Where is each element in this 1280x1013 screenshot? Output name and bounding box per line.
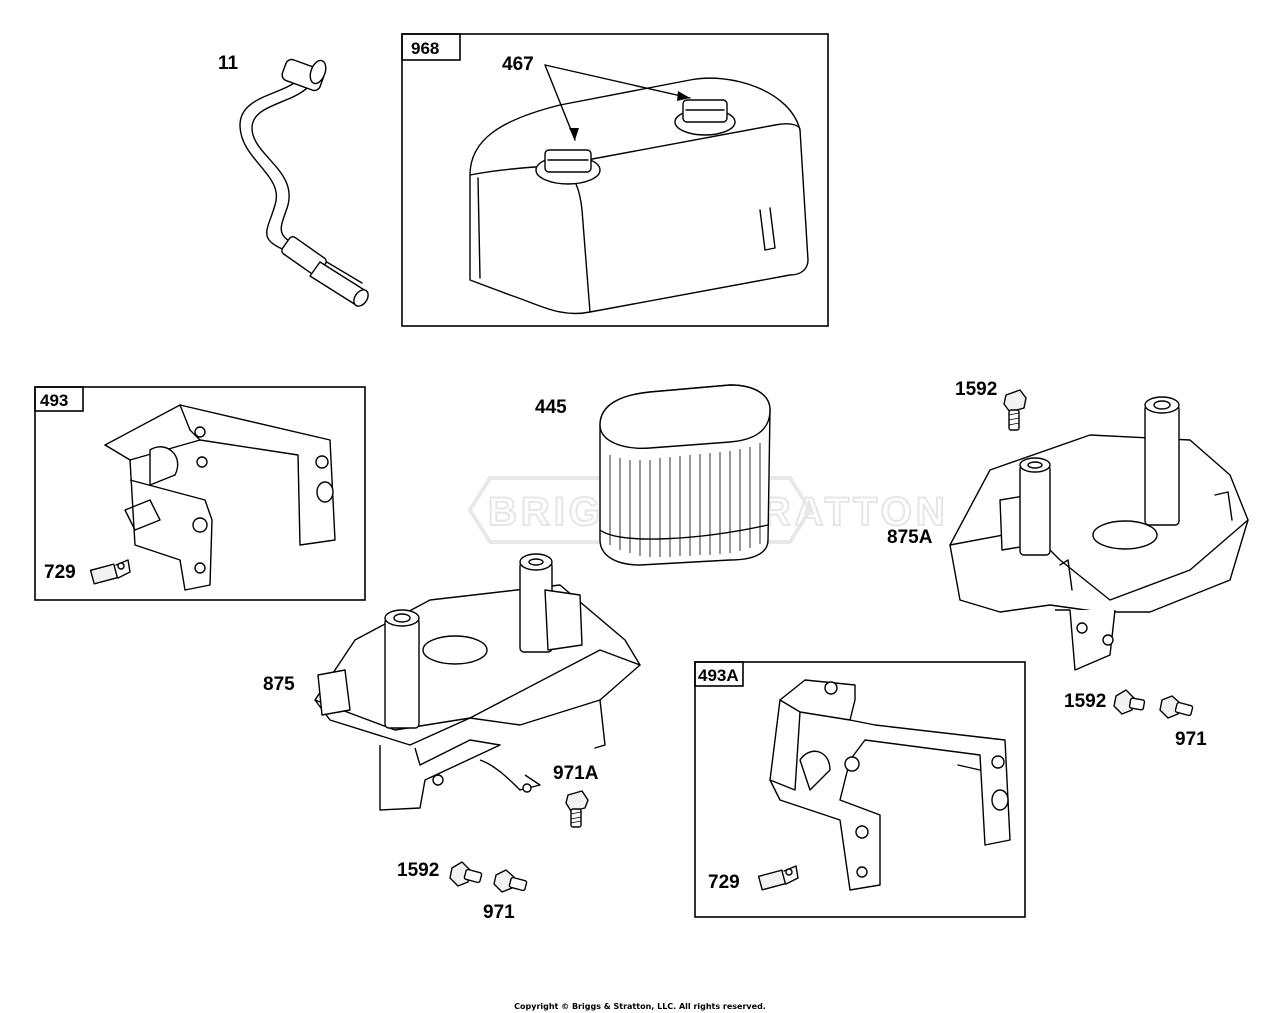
bolt-971-a-drawing: [493, 869, 528, 893]
copyright-notice: Copyright © Briggs & Stratton, LLC. All …: [514, 1002, 766, 1011]
bolt-1592-a-drawing: [1003, 389, 1027, 431]
kit-box-493A: [694, 661, 1026, 918]
air-cleaner-cover-drawing: [469, 77, 809, 315]
kit-box-493-tab: [34, 386, 84, 412]
air-filter-drawing: [599, 384, 771, 566]
label-968: 968: [411, 39, 439, 58]
label-467: 467: [502, 54, 534, 75]
kit-box-968: [401, 33, 829, 327]
label-445: 445: [535, 397, 567, 418]
label-971-b: 971: [1175, 729, 1207, 750]
label-875: 875: [263, 674, 295, 695]
breather-tube-drawing: [239, 58, 369, 307]
kit-box-493A-tab: [694, 661, 744, 687]
clip-729-a-drawing: [89, 559, 131, 585]
label-1592-a: 1592: [955, 379, 997, 400]
label-493A: 493A: [698, 666, 739, 685]
label-729-a: 729: [44, 562, 76, 583]
label-729-b: 729: [708, 872, 740, 893]
bolt-971-b-drawing: [1159, 695, 1194, 719]
kit-box-968-tab: [401, 33, 461, 61]
bolt-1592-c-drawing: [1113, 689, 1146, 715]
air-cleaner-base-875-drawing: [314, 553, 641, 811]
bolt-971A-drawing: [565, 790, 589, 828]
label-875A: 875A: [887, 527, 933, 548]
air-cleaner-base-875A-drawing: [949, 396, 1249, 671]
label-1592-b: 1592: [397, 860, 439, 881]
label-971A: 971A: [553, 763, 599, 784]
label-11: 11: [218, 53, 239, 74]
kit-box-493: [34, 386, 366, 601]
bracket-493-drawing: [104, 404, 336, 591]
clip-729-b-drawing: [757, 865, 799, 891]
leader-467: [544, 64, 691, 141]
bracket-493A-drawing: [769, 679, 1011, 891]
label-971-a: 971: [483, 902, 515, 923]
label-1592-c: 1592: [1064, 691, 1106, 712]
label-493: 493: [40, 391, 68, 410]
bolt-1592-b-drawing: [449, 861, 483, 887]
